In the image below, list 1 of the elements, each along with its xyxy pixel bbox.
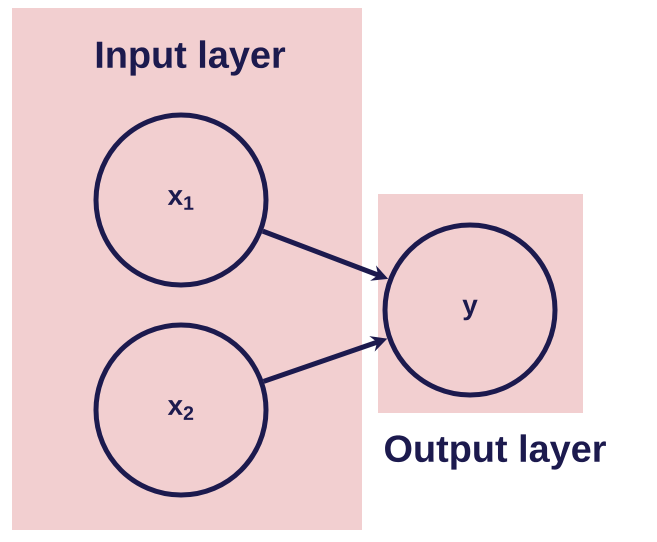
node-label: Output layer: [385, 434, 606, 470]
